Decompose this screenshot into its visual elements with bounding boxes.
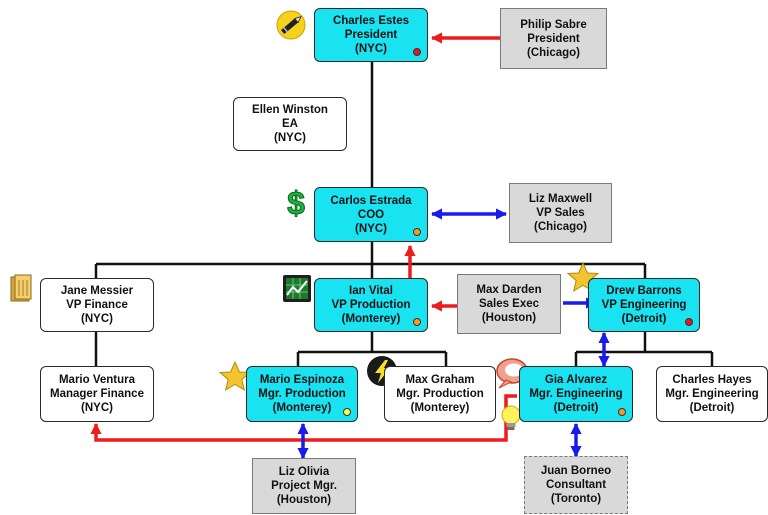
node-title: Manager Finance: [50, 388, 144, 400]
node-name: Jane Messier: [60, 285, 134, 297]
node-title: Project Mgr.: [271, 480, 337, 492]
folder-icon: [10, 274, 32, 302]
node-mario-ventura[interactable]: Mario Ventura Manager Finance (NYC): [40, 366, 154, 422]
node-drew-barrons[interactable]: Drew Barrons VP Engineering (Detroit): [588, 278, 700, 332]
node-mario-espinoza[interactable]: Mario Espinoza Mgr. Production (Monterey…: [246, 366, 358, 422]
node-location: (Chicago): [533, 221, 588, 233]
node-title: President: [527, 32, 580, 45]
node-location: (Toronto): [550, 493, 602, 505]
node-title: VP Sales: [536, 207, 585, 219]
node-name: Ellen Winston: [252, 104, 328, 116]
node-name: Ian Vital: [349, 285, 393, 297]
node-name: Charles Estes: [332, 15, 410, 27]
node-location: (NYC): [355, 222, 387, 235]
node-title: Consultant: [545, 479, 607, 491]
status-dot: [343, 408, 351, 416]
node-gia-alvarez[interactable]: Gia Alvarez Mgr. Engineering (Detroit): [519, 366, 633, 422]
node-name: Mario Espinoza: [259, 374, 345, 386]
node-location: (NYC): [355, 43, 387, 55]
node-name: Philip Sabre: [520, 18, 587, 31]
node-title: Mgr. Production: [396, 388, 484, 400]
node-title: Mgr. Engineering: [665, 388, 759, 400]
node-charles-estes[interactable]: Charles Estes President (NYC): [314, 8, 428, 62]
node-location: (NYC): [274, 132, 306, 144]
blue-links: [297, 208, 610, 460]
node-location: (Monterey): [272, 402, 332, 414]
link-alvarez-to-ventura: [90, 394, 517, 442]
status-dot: [413, 48, 421, 56]
node-jane-messier[interactable]: Jane Messier VP Finance (NYC): [40, 278, 154, 332]
dollar-icon: $: [287, 185, 306, 222]
node-location: (Monterey): [410, 402, 470, 414]
node-name: Gia Alvarez: [544, 374, 608, 386]
status-dot: [618, 408, 626, 416]
status-dot: [413, 228, 421, 236]
node-name: Carlos Estrada: [330, 194, 412, 207]
node-juan-borneo[interactable]: Juan Borneo Consultant (Toronto): [524, 456, 628, 514]
node-location: (Detroit): [621, 313, 667, 325]
node-name: Drew Barrons: [606, 285, 682, 297]
node-carlos-estrada[interactable]: Carlos Estrada COO (NYC): [314, 187, 428, 242]
node-name: Charles Hayes: [672, 374, 752, 386]
node-location: (Houston): [276, 494, 332, 506]
node-name: Mario Ventura: [58, 374, 136, 386]
node-max-darden[interactable]: Max Darden Sales Exec (Houston): [457, 274, 561, 334]
node-name: Juan Borneo: [540, 465, 612, 477]
node-charles-hayes[interactable]: Charles Hayes Mgr. Engineering (Detroit): [656, 366, 768, 422]
status-dot: [685, 318, 693, 326]
node-title: President: [344, 29, 398, 41]
node-location: (Detroit): [689, 402, 735, 414]
node-liz-maxwell[interactable]: Liz Maxwell VP Sales (Chicago): [509, 183, 612, 243]
pen-icon: [276, 10, 306, 40]
node-title: COO: [357, 208, 385, 221]
node-philip-sabre[interactable]: Philip Sabre President (Chicago): [500, 8, 607, 69]
node-location: (Detroit): [553, 402, 599, 414]
node-title: Mgr. Production: [258, 388, 346, 400]
node-title: VP Finance: [66, 299, 128, 311]
status-dot: [413, 318, 421, 326]
red-links: [90, 32, 517, 442]
node-location: (Chicago): [526, 46, 581, 59]
node-name: Liz Maxwell: [528, 193, 593, 205]
node-title: Sales Exec: [478, 298, 540, 310]
node-max-graham[interactable]: Max Graham Mgr. Production (Monterey): [384, 366, 496, 422]
node-title: EA: [282, 118, 298, 130]
node-ian-vital[interactable]: Ian Vital VP Production (Monterey): [314, 278, 428, 332]
node-location: (Houston): [481, 312, 537, 324]
node-liz-olivia[interactable]: Liz Olivia Project Mgr. (Houston): [252, 458, 356, 514]
node-title: VP Engineering: [601, 299, 687, 311]
chart-icon: [283, 275, 311, 302]
node-name: Max Darden: [476, 284, 542, 296]
node-name: Liz Olivia: [278, 466, 330, 478]
node-title: VP Production: [331, 299, 411, 311]
node-location: (Monterey): [341, 313, 401, 325]
node-title: Mgr. Engineering: [529, 388, 623, 400]
node-location: (NYC): [81, 402, 113, 414]
node-location: (NYC): [81, 313, 113, 325]
node-name: Max Graham: [405, 374, 475, 386]
svg-text:$: $: [287, 185, 305, 221]
node-ellen-winston[interactable]: Ellen Winston EA (NYC): [233, 97, 347, 151]
hierarchy-lines: [94, 62, 714, 366]
